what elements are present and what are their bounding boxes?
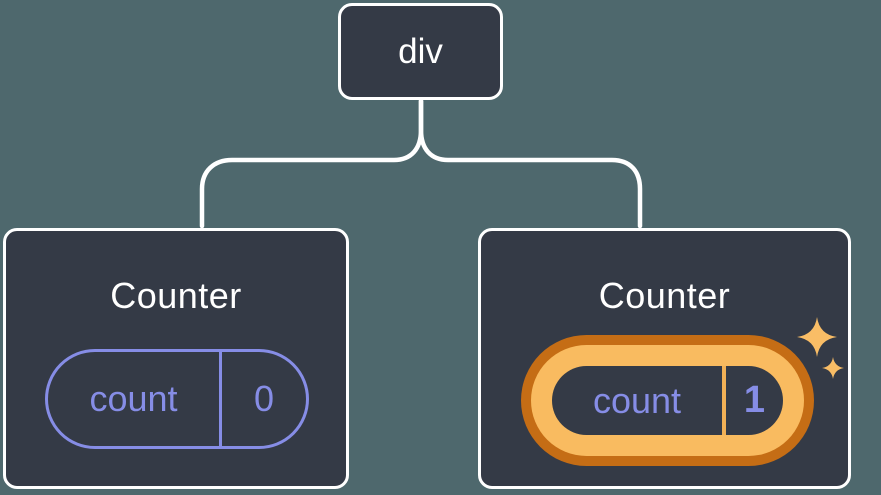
state-pill-highlight-ring-inner: count 1 <box>531 345 804 456</box>
component-title: Counter <box>598 275 731 316</box>
state-key: count <box>48 352 222 446</box>
state-value: 1 <box>743 379 766 421</box>
root-node-label: div <box>398 31 443 71</box>
component-card-counter-1: Counter count 0 <box>3 228 349 489</box>
state-key: count <box>552 366 726 435</box>
state-value: 0 <box>253 378 275 419</box>
connector-right-branch <box>418 98 643 229</box>
component-card-counter-2: Counter count 1 <box>478 228 851 489</box>
connector-left-branch <box>199 98 424 229</box>
component-title: Counter <box>110 275 242 316</box>
state-pill-highlighted: count 1 <box>552 366 783 435</box>
state-pill-highlight-ring: count 1 <box>521 335 814 466</box>
root-node-div: div <box>338 3 503 100</box>
state-pill: count 0 <box>45 349 309 449</box>
